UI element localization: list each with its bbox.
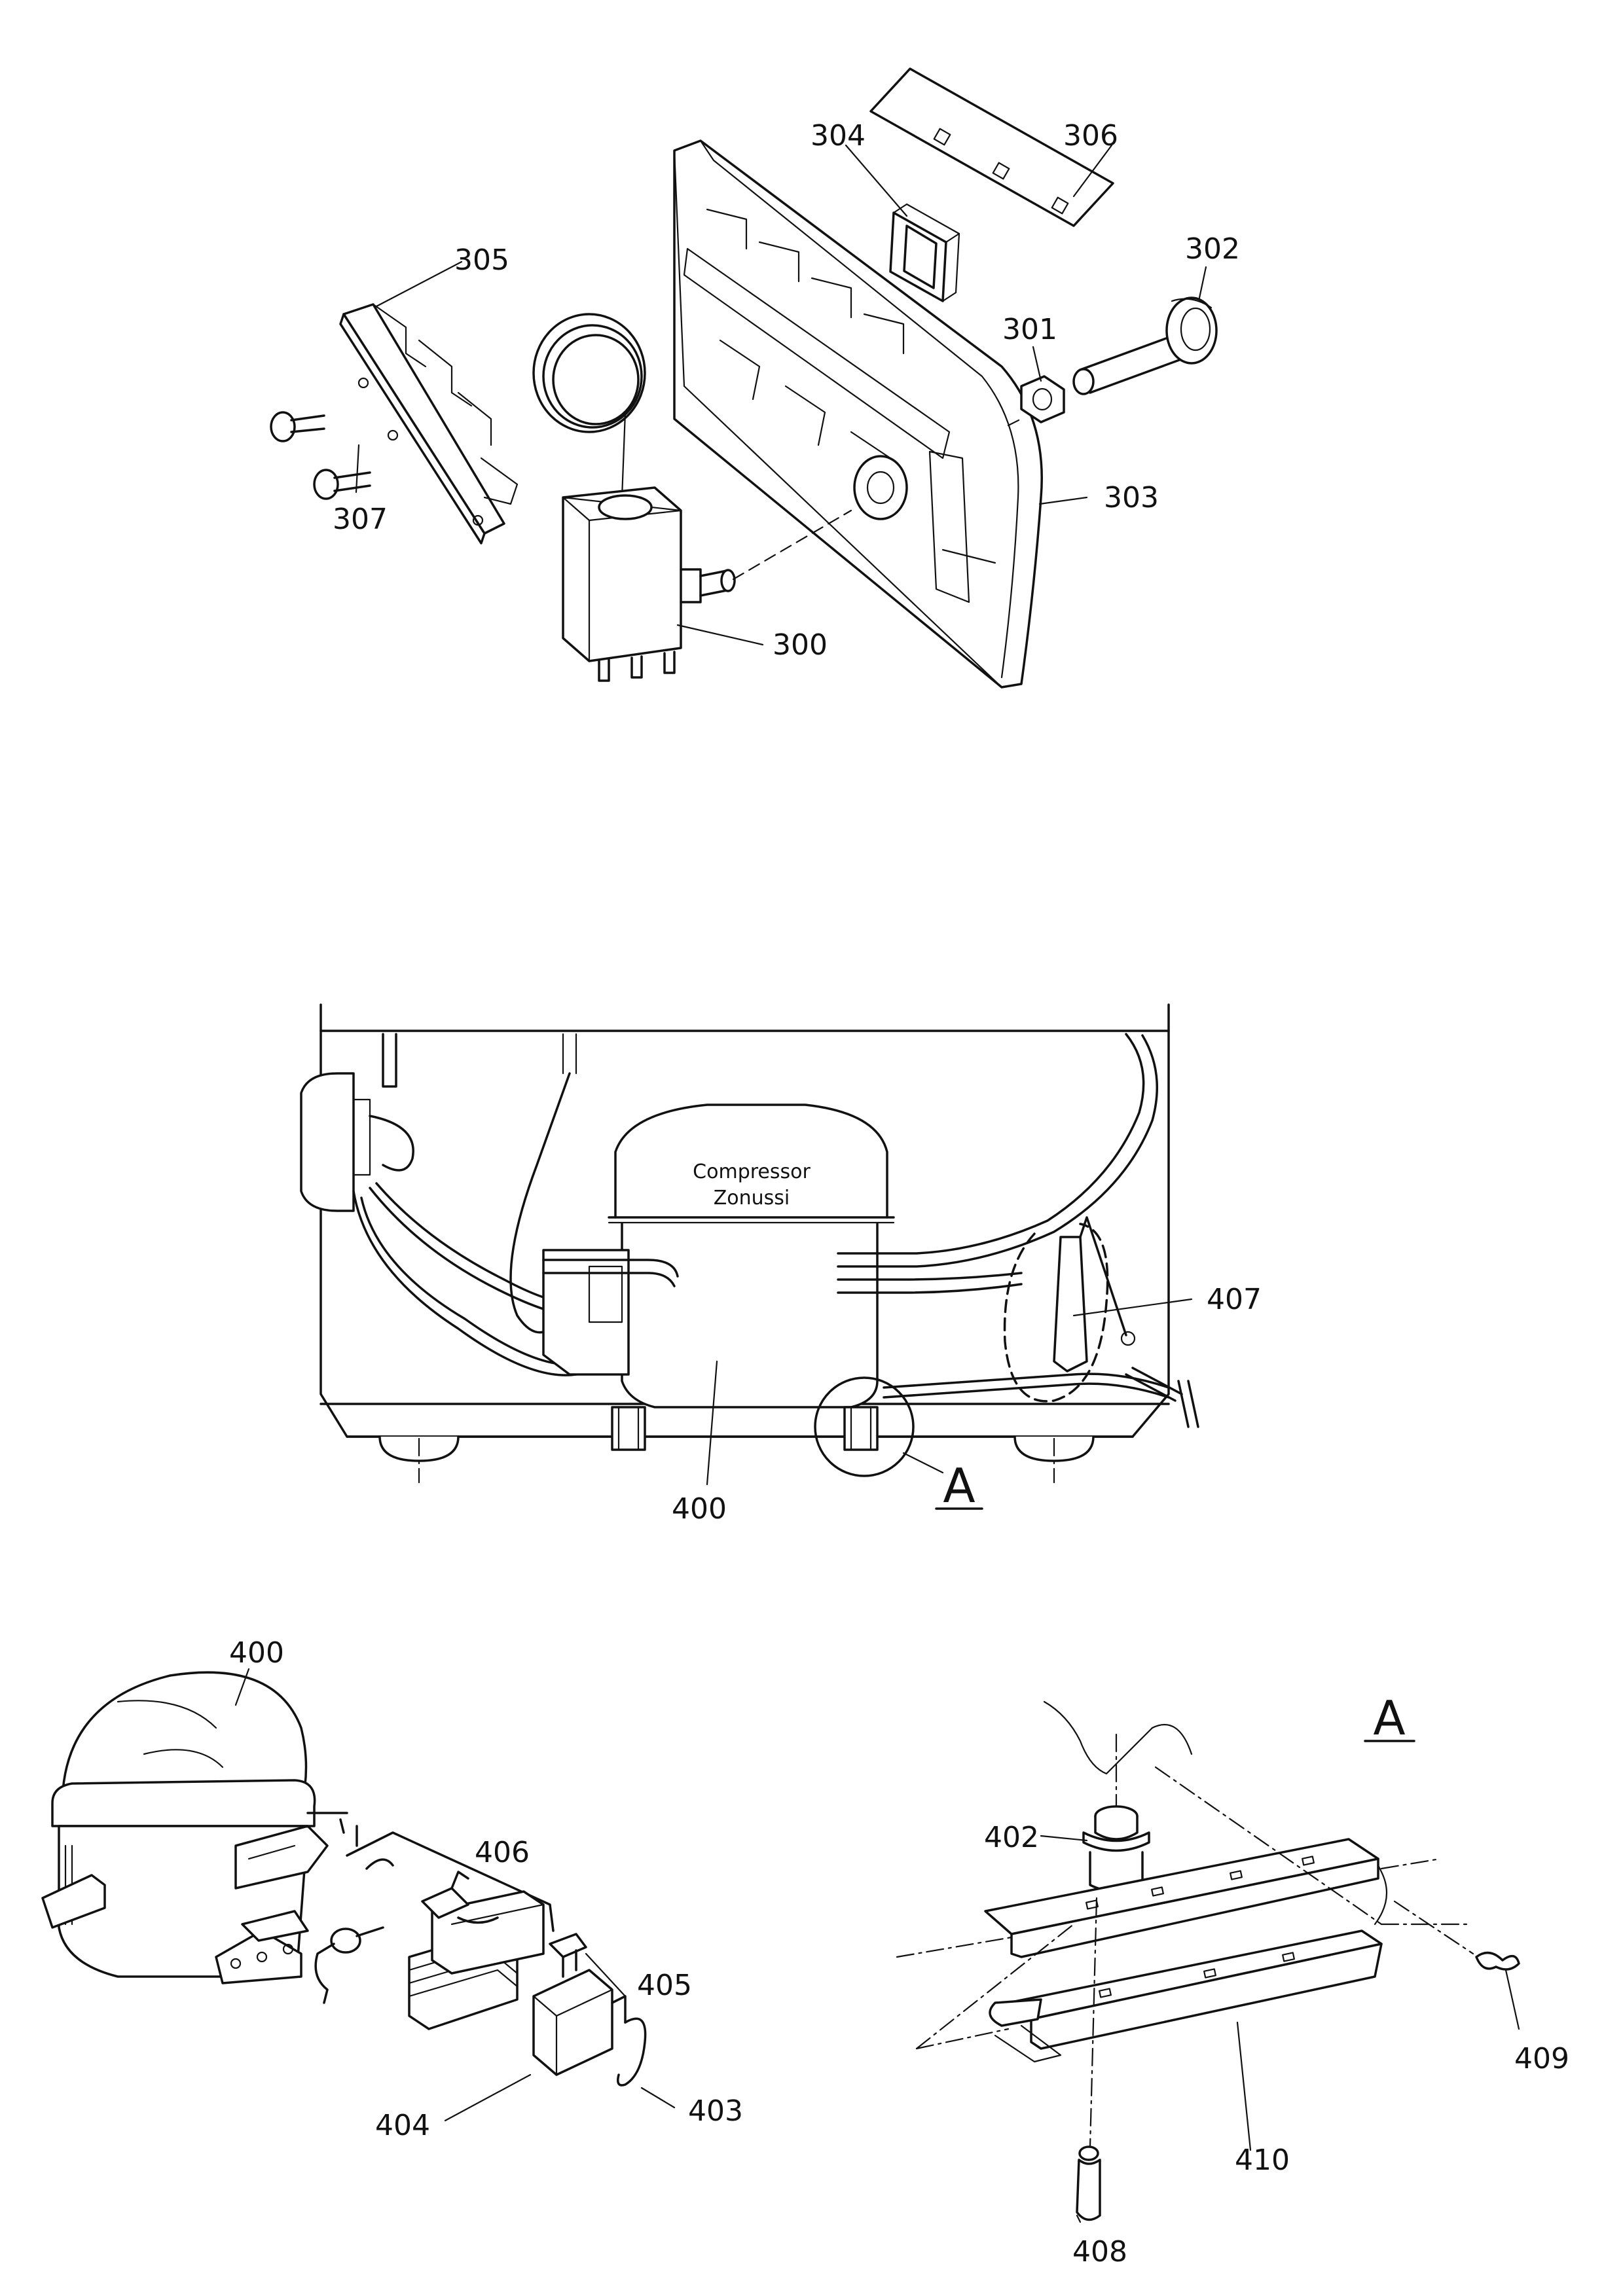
detail-a-title: A <box>1373 1691 1405 1746</box>
label-400-cabinet: 400 <box>672 1492 727 1526</box>
label-304: 304 <box>811 119 866 152</box>
compressor-electrical-assembly <box>41 1668 676 2122</box>
part-300-thermostat <box>562 418 1023 682</box>
label-410: 410 <box>1235 2144 1290 2177</box>
label-400-compressor: 400 <box>229 1636 284 1670</box>
leaders-section1 <box>355 144 1207 646</box>
part-306-cover-plate <box>869 67 1114 227</box>
relay-pack <box>408 1871 587 2030</box>
label-306: 306 <box>1063 119 1118 152</box>
label-305: 305 <box>454 243 509 277</box>
compressor-unit: Compressor Zonussi <box>542 1033 1158 1408</box>
part-303-housing <box>673 139 1043 689</box>
detail-a-circle <box>814 1376 915 1477</box>
label-402: 402 <box>984 1821 1039 1854</box>
part-408-pin <box>1076 2145 1101 2221</box>
part-305-front-plate <box>339 303 519 545</box>
label-300: 300 <box>773 628 828 662</box>
part-302-knob <box>1072 296 1218 395</box>
cabinet-bottom-assembly: Compressor Zonussi <box>300 1003 1199 1510</box>
part-304-button <box>889 203 960 302</box>
label-301: 301 <box>1002 313 1057 346</box>
detail-a-callout-letter: A <box>943 1458 975 1513</box>
label-307: 307 <box>333 503 388 536</box>
label-406: 406 <box>475 1836 530 1869</box>
label-407: 407 <box>1207 1283 1262 1316</box>
part-409-clip <box>1475 1951 1520 1971</box>
label-405: 405 <box>637 1969 692 2002</box>
detail-a-assembly <box>896 1700 1520 2223</box>
label-302: 302 <box>1185 232 1240 266</box>
label-404: 404 <box>375 2109 430 2142</box>
control-panel-assembly <box>270 67 1218 689</box>
part-404-capacitor <box>532 1969 627 2076</box>
label-408: 408 <box>1072 2235 1127 2269</box>
part-402-grommet <box>1082 1733 1150 1893</box>
label-303: 303 <box>1104 481 1159 514</box>
part-labels: 304 306 302 305 301 307 303 300 407 400 … <box>229 119 1569 2269</box>
part-307-screws <box>270 411 371 500</box>
part-301-nut <box>1020 375 1065 423</box>
label-403: 403 <box>688 2094 743 2128</box>
label-409: 409 <box>1514 2042 1569 2075</box>
part-403-clip <box>617 2017 647 2087</box>
compressor-plate-line2: Zonussi <box>714 1187 790 1210</box>
compressor-plate-line1: Compressor <box>693 1160 811 1183</box>
capillary-coil <box>532 313 646 499</box>
